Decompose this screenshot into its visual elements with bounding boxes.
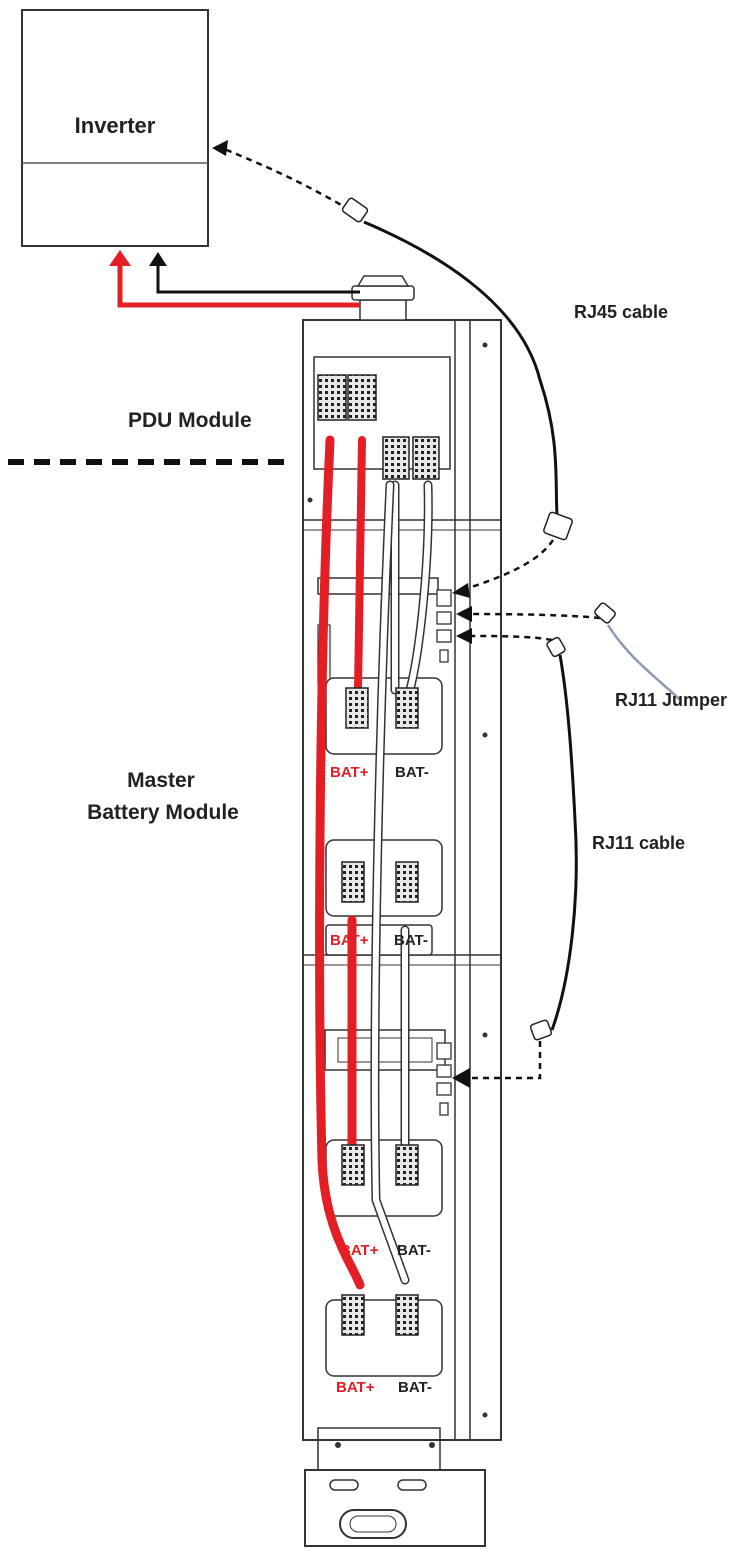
bat-minus-label: BAT-	[395, 764, 429, 781]
rj11-cable	[452, 654, 578, 1088]
bat-plus-label: BAT+	[330, 932, 369, 949]
bat-minus-label: BAT-	[398, 1379, 432, 1396]
battery-connectors	[341, 687, 419, 1336]
pdu-module-label: PDU Module	[128, 409, 252, 432]
master-label: Master	[127, 769, 195, 792]
bat-plus-label: BAT+	[336, 1379, 375, 1396]
rj45-cable	[212, 140, 559, 598]
bat-minus-label: BAT-	[397, 1242, 431, 1259]
rj11-plug-icon	[529, 1019, 553, 1041]
rj45-cable-label: RJ45 cable	[574, 302, 668, 322]
inverter-box: Inverter	[21, 9, 209, 247]
rj11-cable-label: RJ11 cable	[592, 833, 685, 853]
cable-gland-icon	[351, 275, 415, 321]
bat-minus-label: BAT-	[394, 932, 428, 949]
rj-port-group-lower	[436, 1042, 452, 1116]
inverter-label: Inverter	[75, 113, 156, 138]
internal-cables	[315, 435, 433, 1290]
bat-plus-label: BAT+	[330, 764, 369, 781]
terminal-labels: BAT+ BAT- BAT+ BAT- BAT+ BAT- BAT+ BAT-	[330, 764, 432, 1396]
rj11-jumper-label: RJ11 Jumper	[615, 690, 727, 710]
rj11-plug-icon	[546, 602, 616, 658]
rj11-jumper	[456, 606, 681, 701]
dc-cables-to-inverter	[109, 250, 360, 308]
pdu-connectors	[317, 374, 440, 480]
rj-port-group-upper	[436, 589, 452, 663]
bat-plus-label: BAT+	[340, 1242, 379, 1259]
rj45-plug-icon	[341, 197, 573, 541]
battery-module-label: Battery Module	[87, 801, 239, 824]
